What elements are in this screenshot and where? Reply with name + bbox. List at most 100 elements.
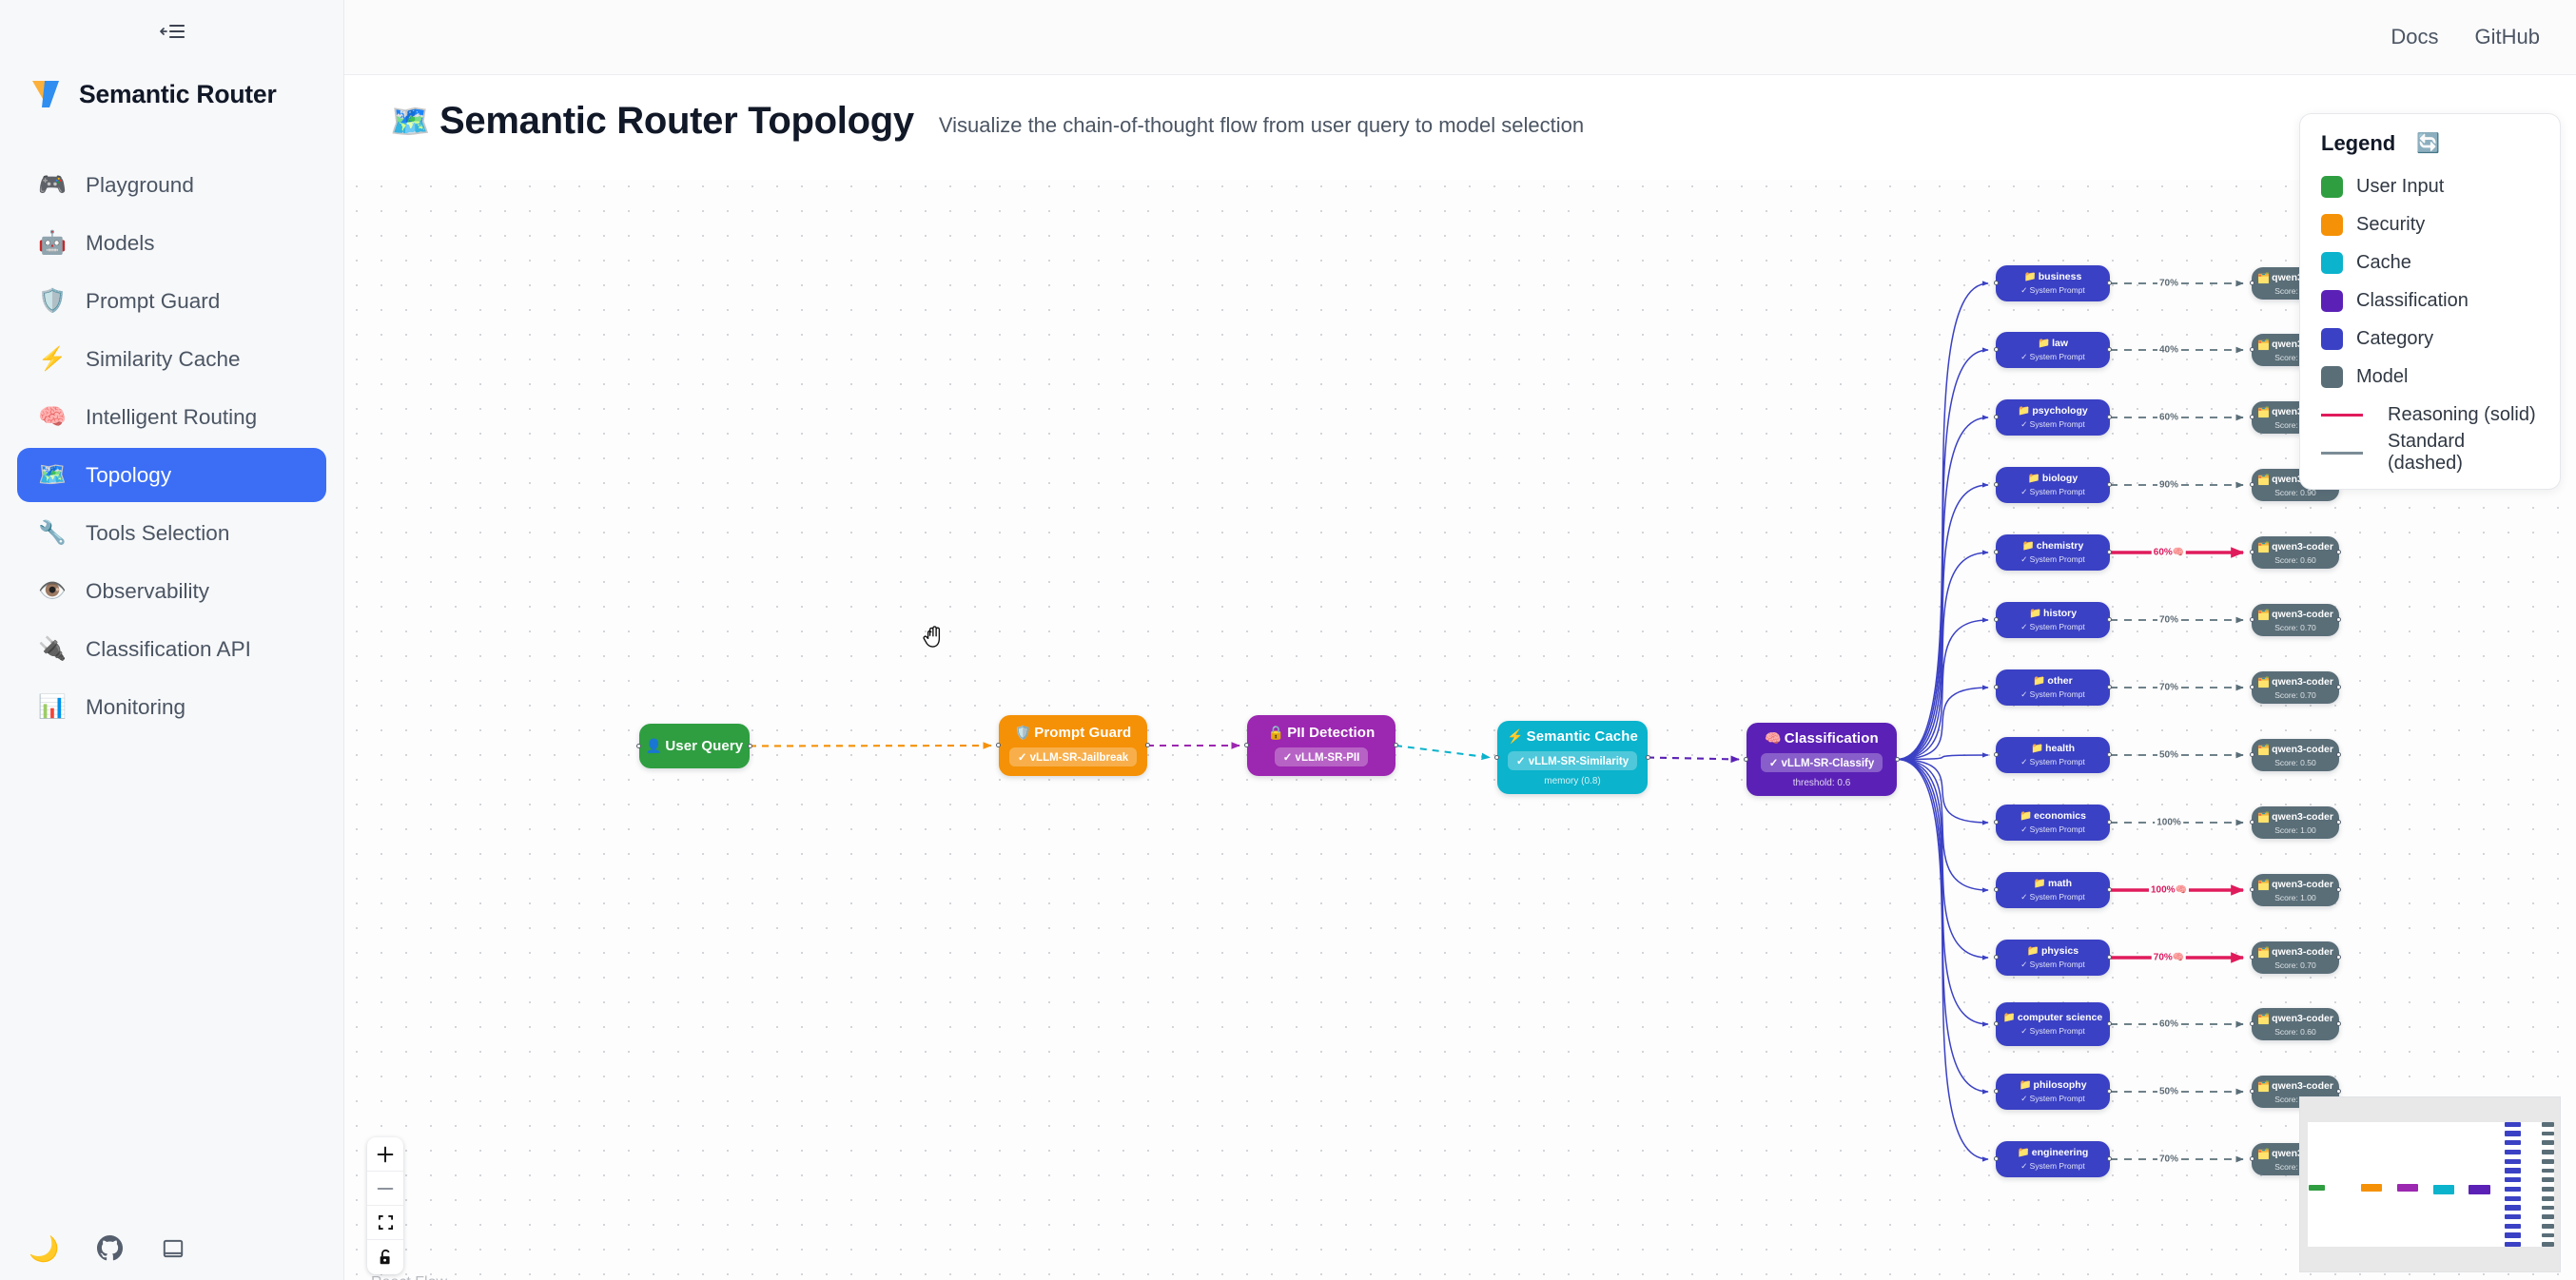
- node-handle-left[interactable]: [2250, 550, 2254, 554]
- theme-toggle-icon[interactable]: 🌙: [29, 1233, 60, 1263]
- node-handle-left[interactable]: [2250, 1089, 2254, 1094]
- legend-item-cache[interactable]: Cache: [2321, 243, 2541, 281]
- node-user-query[interactable]: 👤User Query: [636, 724, 752, 768]
- node-handle-left[interactable]: [2250, 617, 2254, 622]
- zoom-out-button[interactable]: [367, 1172, 403, 1206]
- node-handle-right[interactable]: [2107, 482, 2112, 487]
- node-handle-right[interactable]: [2107, 1089, 2112, 1094]
- node-category-physics[interactable]: 📁physics✓ System Prompt: [1994, 940, 2112, 976]
- node-handle-left[interactable]: [1994, 752, 1999, 757]
- node-handle-right[interactable]: [2107, 820, 2112, 824]
- legend-item-user-input[interactable]: User Input: [2321, 167, 2541, 205]
- node-handle-right[interactable]: [2336, 685, 2341, 689]
- node-handle-left[interactable]: [1994, 820, 1999, 824]
- github-icon[interactable]: [97, 1235, 124, 1261]
- node-category-other[interactable]: 📁other✓ System Prompt: [1994, 669, 2112, 706]
- refresh-icon[interactable]: 🔄: [2416, 133, 2441, 154]
- node-handle-left[interactable]: [2250, 415, 2254, 419]
- node-handle-left[interactable]: [2250, 482, 2254, 487]
- node-handle-right[interactable]: [2336, 1021, 2341, 1026]
- zoom-in-button[interactable]: [367, 1137, 403, 1172]
- sidebar-item-models[interactable]: 🤖Models: [17, 216, 326, 270]
- node-handle-left[interactable]: [1994, 955, 1999, 960]
- node-handle-right[interactable]: [2336, 887, 2341, 892]
- legend-item-classification[interactable]: Classification: [2321, 281, 2541, 320]
- node-category-business[interactable]: 📁business✓ System Prompt: [1994, 265, 2112, 301]
- node-handle-right[interactable]: [1145, 743, 1150, 747]
- node-handle-right[interactable]: [2107, 685, 2112, 689]
- node-prompt-guard[interactable]: 🛡️Prompt Guard✓ vLLM-SR-Jailbreak: [996, 715, 1150, 776]
- node-handle-right[interactable]: [2107, 550, 2112, 554]
- collapse-sidebar-icon[interactable]: [159, 22, 185, 41]
- node-category-health[interactable]: 📁health✓ System Prompt: [1994, 737, 2112, 773]
- topbar-docs-link[interactable]: Docs: [2391, 25, 2439, 48]
- node-handle-left[interactable]: [1994, 347, 1999, 352]
- node-handle-left[interactable]: [2250, 820, 2254, 824]
- flow-graph[interactable]: 👤User Query 🛡️Prompt Guard✓ vLLM-SR-Jailb…: [344, 75, 2576, 1280]
- node-category-psychology[interactable]: 📁psychology✓ System Prompt: [1994, 399, 2112, 436]
- brand[interactable]: Semantic Router: [0, 63, 343, 120]
- sidebar-item-playground[interactable]: 🎮Playground: [17, 158, 326, 212]
- node-category-economics[interactable]: 📁economics✓ System Prompt: [1994, 805, 2112, 841]
- node-category-engineering[interactable]: 📁engineering✓ System Prompt: [1994, 1141, 2112, 1177]
- sidebar-item-intelligent-routing[interactable]: 🧠Intelligent Routing: [17, 390, 326, 444]
- node-handle-right[interactable]: [2107, 887, 2112, 892]
- flow-canvas[interactable]: 🗺️ Semantic Router Topology Visualize th…: [344, 75, 2576, 1280]
- node-handle-right[interactable]: [2107, 347, 2112, 352]
- sidebar-item-observability[interactable]: 👁️Observability: [17, 564, 326, 618]
- sidebar-item-tools-selection[interactable]: 🔧Tools Selection: [17, 506, 326, 560]
- react-flow-attribution[interactable]: React Flow: [371, 1274, 447, 1280]
- node-handle-right[interactable]: [2336, 550, 2341, 554]
- node-handle-right[interactable]: [2336, 955, 2341, 960]
- topbar-github-link[interactable]: GitHub: [2474, 25, 2540, 48]
- legend-item-model[interactable]: Model: [2321, 358, 2541, 396]
- legend-item-category[interactable]: Category: [2321, 320, 2541, 358]
- node-handle-left[interactable]: [2250, 347, 2254, 352]
- sidebar-item-monitoring[interactable]: 📊Monitoring: [17, 680, 326, 734]
- node-handle-left[interactable]: [2250, 887, 2254, 892]
- node-handle-left[interactable]: [2250, 281, 2254, 285]
- node-handle-right[interactable]: [2107, 415, 2112, 419]
- node-handle-left[interactable]: [1994, 1089, 1999, 1094]
- node-handle-left[interactable]: [1244, 743, 1249, 747]
- node-category-law[interactable]: 📁law✓ System Prompt: [1994, 332, 2112, 368]
- node-handle-right[interactable]: [2336, 1089, 2341, 1094]
- node-handle-right[interactable]: [2107, 1021, 2112, 1026]
- legend-item-security[interactable]: Security: [2321, 205, 2541, 243]
- node-handle-right[interactable]: [1895, 756, 1900, 762]
- node-handle-right[interactable]: [2107, 281, 2112, 285]
- node-handle-left[interactable]: [1744, 756, 1748, 762]
- node-category-history[interactable]: 📁history✓ System Prompt: [1994, 602, 2112, 638]
- book-icon[interactable]: [161, 1236, 185, 1261]
- node-handle-left[interactable]: [1994, 685, 1999, 689]
- node-handle-right[interactable]: [2107, 1156, 2112, 1161]
- node-handle-left[interactable]: [1994, 482, 1999, 487]
- node-category-philosophy[interactable]: 📁philosophy✓ System Prompt: [1994, 1074, 2112, 1110]
- fit-view-button[interactable]: [367, 1206, 403, 1240]
- sidebar-item-prompt-guard[interactable]: 🛡️Prompt Guard: [17, 274, 326, 328]
- node-handle-left[interactable]: [1494, 754, 1499, 760]
- sidebar-item-similarity-cache[interactable]: ⚡Similarity Cache: [17, 332, 326, 386]
- node-handle-left[interactable]: [2250, 1021, 2254, 1026]
- node-category-math[interactable]: 📁math✓ System Prompt: [1994, 872, 2112, 908]
- node-handle-right[interactable]: [748, 743, 752, 748]
- node-handle-left[interactable]: [2250, 955, 2254, 960]
- node-handle-left[interactable]: [2250, 1156, 2254, 1161]
- sidebar-item-classification-api[interactable]: 🔌Classification API: [17, 622, 326, 676]
- lock-button[interactable]: [367, 1240, 403, 1274]
- node-handle-left[interactable]: [1994, 887, 1999, 892]
- node-handle-right[interactable]: [2336, 820, 2341, 824]
- node-handle-left[interactable]: [636, 743, 641, 748]
- node-handle-left[interactable]: [1994, 281, 1999, 285]
- sidebar-item-topology[interactable]: 🗺️Topology: [17, 448, 326, 502]
- node-handle-right[interactable]: [2336, 752, 2341, 757]
